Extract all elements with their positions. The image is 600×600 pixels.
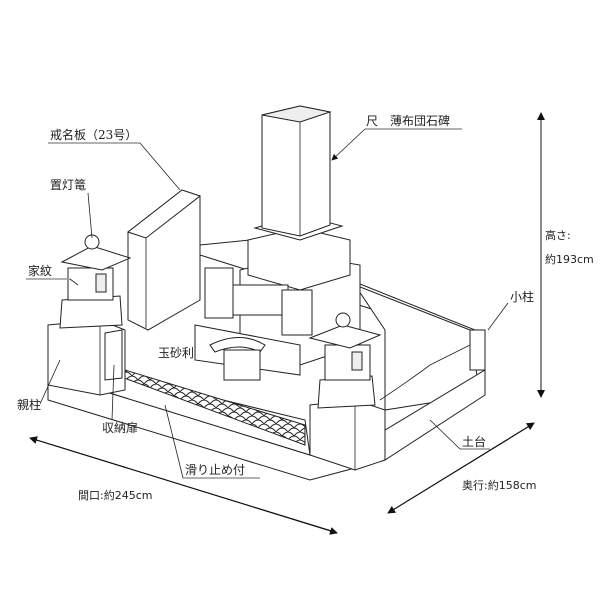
foundation-label: 土台	[462, 435, 487, 449]
main-pillar-label: 親柱	[17, 398, 42, 412]
storage-door-drawing	[104, 329, 123, 381]
height-label: 高さ:	[545, 229, 571, 242]
lantern-label: 置灯篭	[50, 178, 87, 192]
width-dimension: 間口:約245cm	[78, 489, 153, 502]
stele-label: 尺 薄布団石碑	[366, 114, 451, 128]
non-slip-label: 滑り止め付	[185, 463, 246, 477]
storage-door-label: 収納扉	[102, 421, 139, 435]
memorial-plate-label: 戒名板（23号）	[50, 128, 138, 142]
dimension-arrows	[29, 112, 545, 535]
leader-lines	[26, 128, 509, 479]
family-crest-label: 家紋	[28, 264, 53, 278]
depth-dimension: 奥行:約158cm	[462, 479, 537, 492]
height-value: 約193cm	[545, 253, 594, 266]
left-pillar	[47, 234, 132, 396]
small-pillar-drawing	[469, 329, 486, 371]
memorial-plate-drawing	[126, 189, 202, 331]
gravel-label: 玉砂利	[158, 346, 195, 360]
right-pillar	[308, 312, 486, 471]
small-pillar-label: 小柱	[510, 290, 535, 304]
